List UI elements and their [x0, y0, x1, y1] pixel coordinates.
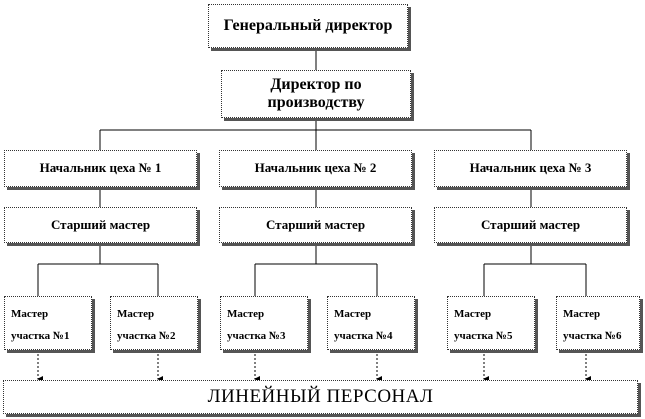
general-director-label: Генеральный директор	[223, 17, 393, 35]
site-master-number: участка №5	[454, 330, 513, 342]
senior-master-box-2: Старший мастер	[219, 207, 412, 243]
production-director-box: Директор по производству	[221, 70, 411, 118]
senior-master-box-1: Старший мастер	[4, 207, 197, 243]
shop-head-label: Начальник цеха № 2	[254, 160, 377, 176]
site-master-title: Мастер	[334, 308, 372, 320]
line-staff-box: ЛИНЕЙНЫЙ ПЕРСОНАЛ	[3, 380, 638, 414]
site-master-title: Мастер	[227, 308, 265, 320]
site-master-number: участка №2	[117, 330, 176, 342]
line-staff-label: ЛИНЕЙНЫЙ ПЕРСОНАЛ	[207, 385, 434, 407]
site-master-box-3: Мастер участка №3	[220, 296, 308, 350]
site-master-box-6: Мастер участка №6	[556, 296, 640, 350]
site-master-title: Мастер	[117, 308, 155, 320]
site-master-number: участка №1	[11, 330, 70, 342]
site-master-box-5: Мастер участка №5	[447, 296, 535, 350]
site-master-box-4: Мастер участка №4	[327, 296, 415, 350]
site-master-box-2: Мастер участка №2	[110, 296, 198, 350]
site-master-title: Мастер	[454, 308, 492, 320]
shop-head-label: Начальник цеха № 3	[469, 160, 592, 176]
shop-head-label: Начальник цеха № 1	[39, 160, 162, 176]
site-master-title: Мастер	[11, 308, 49, 320]
site-master-number: участка №4	[334, 330, 393, 342]
senior-master-label: Старший мастер	[265, 216, 366, 232]
senior-master-label: Старший мастер	[480, 216, 581, 232]
senior-master-label: Старший мастер	[50, 216, 151, 232]
site-master-number: участка №6	[563, 330, 622, 342]
senior-master-box-3: Старший мастер	[434, 207, 627, 243]
general-director-box: Генеральный директор	[208, 4, 408, 48]
production-director-label: Директор по производству	[267, 76, 365, 111]
site-master-number: участка №3	[227, 330, 286, 342]
shop-head-box-3: Начальник цеха № 3	[434, 150, 627, 187]
site-master-title: Мастер	[563, 308, 601, 320]
shop-head-box-2: Начальник цеха № 2	[219, 150, 412, 187]
shop-head-box-1: Начальник цеха № 1	[4, 150, 197, 187]
site-master-box-1: Мастер участка №1	[4, 296, 92, 350]
